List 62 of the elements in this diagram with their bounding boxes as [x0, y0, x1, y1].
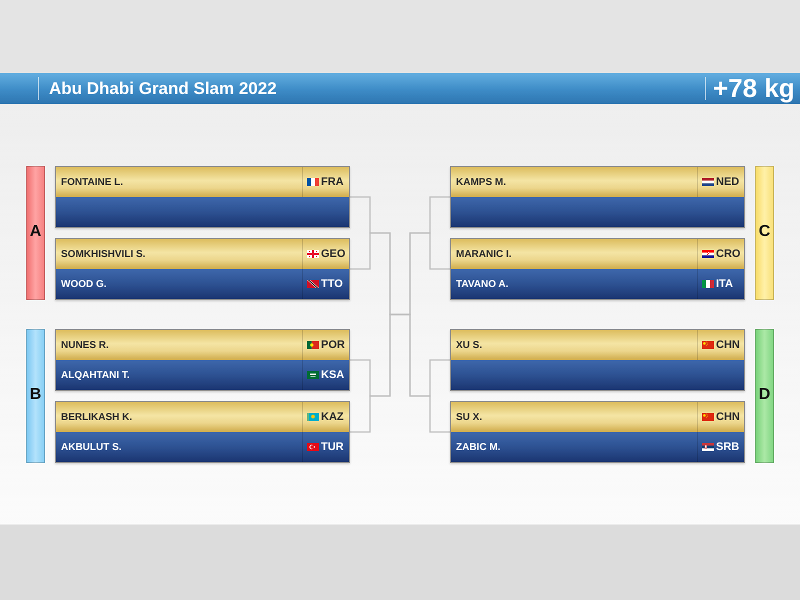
athlete-name: AKBULUT S.: [61, 442, 122, 453]
country-code: CHN: [716, 411, 740, 423]
country-code: ITA: [716, 278, 733, 290]
athlete-name: BERLIKASH K.: [61, 412, 132, 423]
match-card: [55, 401, 350, 463]
country-code: SRB: [716, 441, 740, 453]
match-card: [55, 166, 350, 228]
athlete-name: TAVANO A.: [456, 279, 508, 290]
competitor-row: [56, 269, 349, 299]
competitor-row: [451, 167, 744, 197]
bracket-line: [350, 314, 400, 433]
competitor-row: [56, 167, 349, 197]
competitor-row: [451, 402, 744, 432]
pool-letter: D: [758, 386, 772, 404]
pool-letter: C: [758, 223, 772, 241]
empty-row: [56, 197, 349, 227]
bracket-line: [400, 314, 450, 433]
pool-bar: [26, 166, 45, 300]
match-card: [450, 401, 745, 463]
athlete-name: SOMKHISHVILI S.: [61, 249, 146, 260]
athlete-name: WOOD G.: [61, 279, 107, 290]
pool-bar: [755, 329, 774, 463]
pool-bar: [26, 329, 45, 463]
athlete-name: SU X.: [456, 412, 482, 423]
competitor-row: [56, 402, 349, 432]
empty-row: [451, 360, 744, 390]
competitor-row: [56, 330, 349, 360]
pool-bar: [755, 166, 774, 300]
country-code: GEO: [321, 248, 346, 260]
competitor-row: [451, 269, 744, 299]
competitor-row: [56, 239, 349, 269]
country-code: TTO: [321, 278, 343, 290]
country-code: NED: [716, 176, 740, 188]
competitor-row: [56, 360, 349, 390]
match-card: [55, 329, 350, 391]
country-code: TUR: [321, 441, 344, 453]
match-card: [55, 238, 350, 300]
match-card: [450, 238, 745, 300]
athlete-name: KAMPS M.: [456, 177, 506, 188]
country-code: KSA: [321, 369, 344, 381]
competitor-row: [451, 330, 744, 360]
competitor-row: [56, 432, 349, 462]
country-code: CRO: [716, 248, 740, 260]
athlete-name: FONTAINE L.: [61, 177, 124, 188]
country-code: KAZ: [321, 411, 344, 423]
athlete-name: XU S.: [456, 340, 482, 351]
pool-letter: A: [28, 223, 42, 241]
match-card: [450, 329, 745, 391]
athlete-name: ALQAHTANI T.: [61, 370, 130, 381]
country-code: FRA: [321, 176, 344, 188]
athlete-name: MARANIC I.: [456, 249, 512, 260]
athlete-name: NUNES R.: [61, 340, 109, 351]
competitor-row: [451, 239, 744, 269]
competitor-row: [451, 432, 744, 462]
empty-row: [451, 197, 744, 227]
title: Abu Dhabi Grand Slam 2022: [49, 79, 277, 98]
match-card: [450, 166, 745, 228]
athlete-name: ZABIC M.: [456, 442, 500, 453]
weight-category: +78 kg: [713, 75, 795, 102]
country-code: CHN: [716, 339, 740, 351]
country-code: POR: [321, 339, 345, 351]
pool-letter: B: [28, 386, 42, 404]
